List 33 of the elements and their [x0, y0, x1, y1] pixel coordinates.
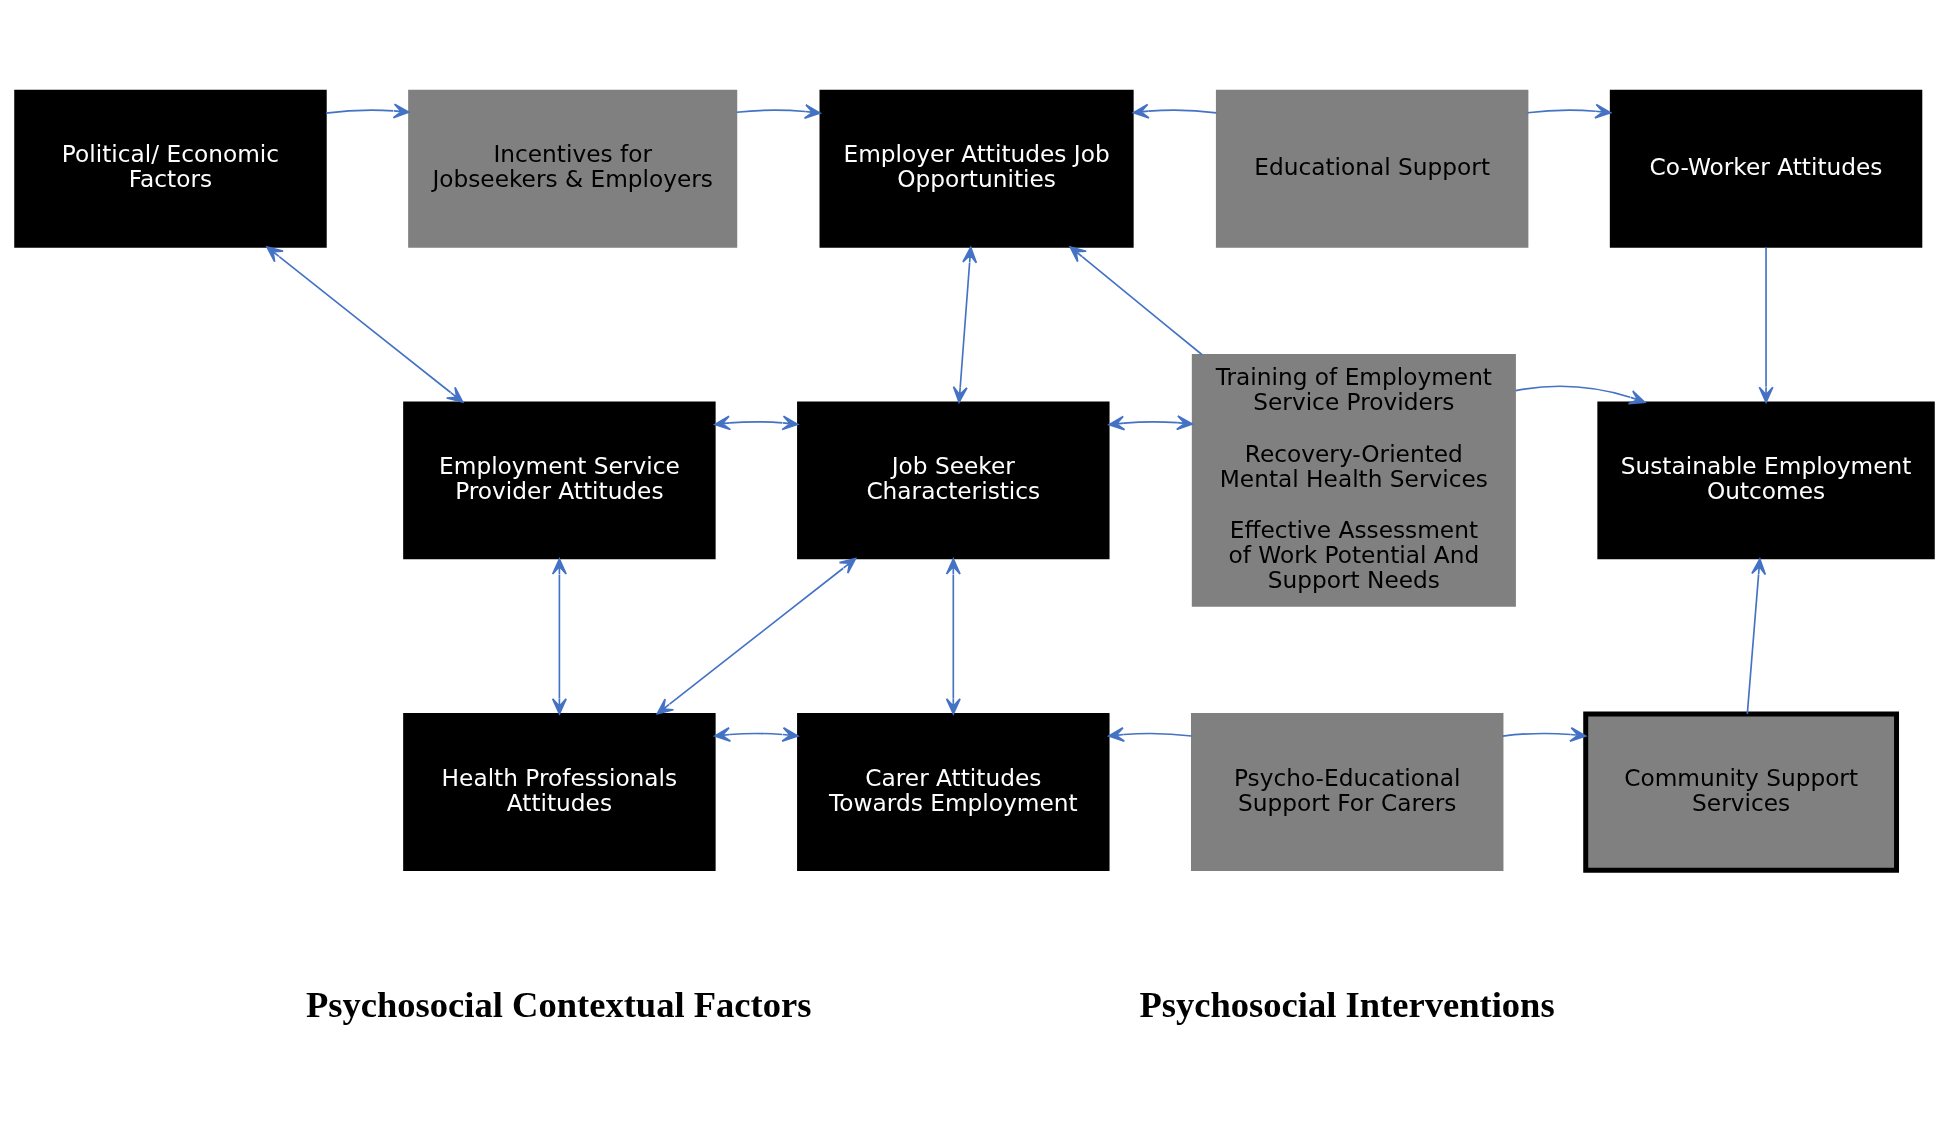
label: Psychosocial Interventions: [1139, 984, 1555, 1026]
node-box: Training of Employment Service Providers Recovery-Oriented Mental Health Services Effective Assessment of Work Potential And Support Needs: [1191, 354, 1516, 607]
arrow: [266, 246, 464, 403]
node-box: Sustainable Employment Outcomes: [1597, 401, 1935, 560]
arrow: [325, 103, 410, 119]
arrow: [1108, 415, 1194, 431]
arrow: [551, 558, 567, 715]
arrow: [952, 246, 978, 403]
arrow: [1514, 385, 1646, 405]
node-box: Employer Attitudes Job Opportunities: [819, 89, 1134, 248]
node-box: Incentives for Jobseekers & Employers: [408, 89, 738, 248]
label: Psychosocial Contextual Factors: [305, 984, 812, 1026]
arrow: [713, 415, 799, 431]
node-box: Health Professionals Attitudes: [403, 713, 716, 871]
arrow: [735, 104, 821, 120]
node-box: Educational Support: [1215, 89, 1529, 248]
arrow: [1069, 246, 1203, 356]
node-box: Psycho-Educational Support For Carers: [1191, 713, 1504, 871]
arrow: [1758, 246, 1774, 403]
node-box: Community Support Services: [1583, 711, 1900, 873]
arrow: [1501, 727, 1587, 743]
node-box: Job Seeker Characteristics: [797, 401, 1110, 560]
arrow: [1132, 103, 1218, 119]
arrow: [1107, 727, 1193, 743]
node-box: Co-Worker Attitudes: [1609, 89, 1923, 248]
node-box: Political/ Economic Factors: [14, 89, 327, 248]
arrow: [1746, 558, 1767, 715]
arrow: [1526, 103, 1612, 119]
node-box: Employment Service Provider Attitudes: [403, 401, 716, 560]
node-box: Carer Attitudes Towards Employment: [797, 713, 1110, 871]
arrow: [945, 558, 961, 715]
arrow: [656, 557, 857, 715]
arrow: [713, 727, 799, 743]
